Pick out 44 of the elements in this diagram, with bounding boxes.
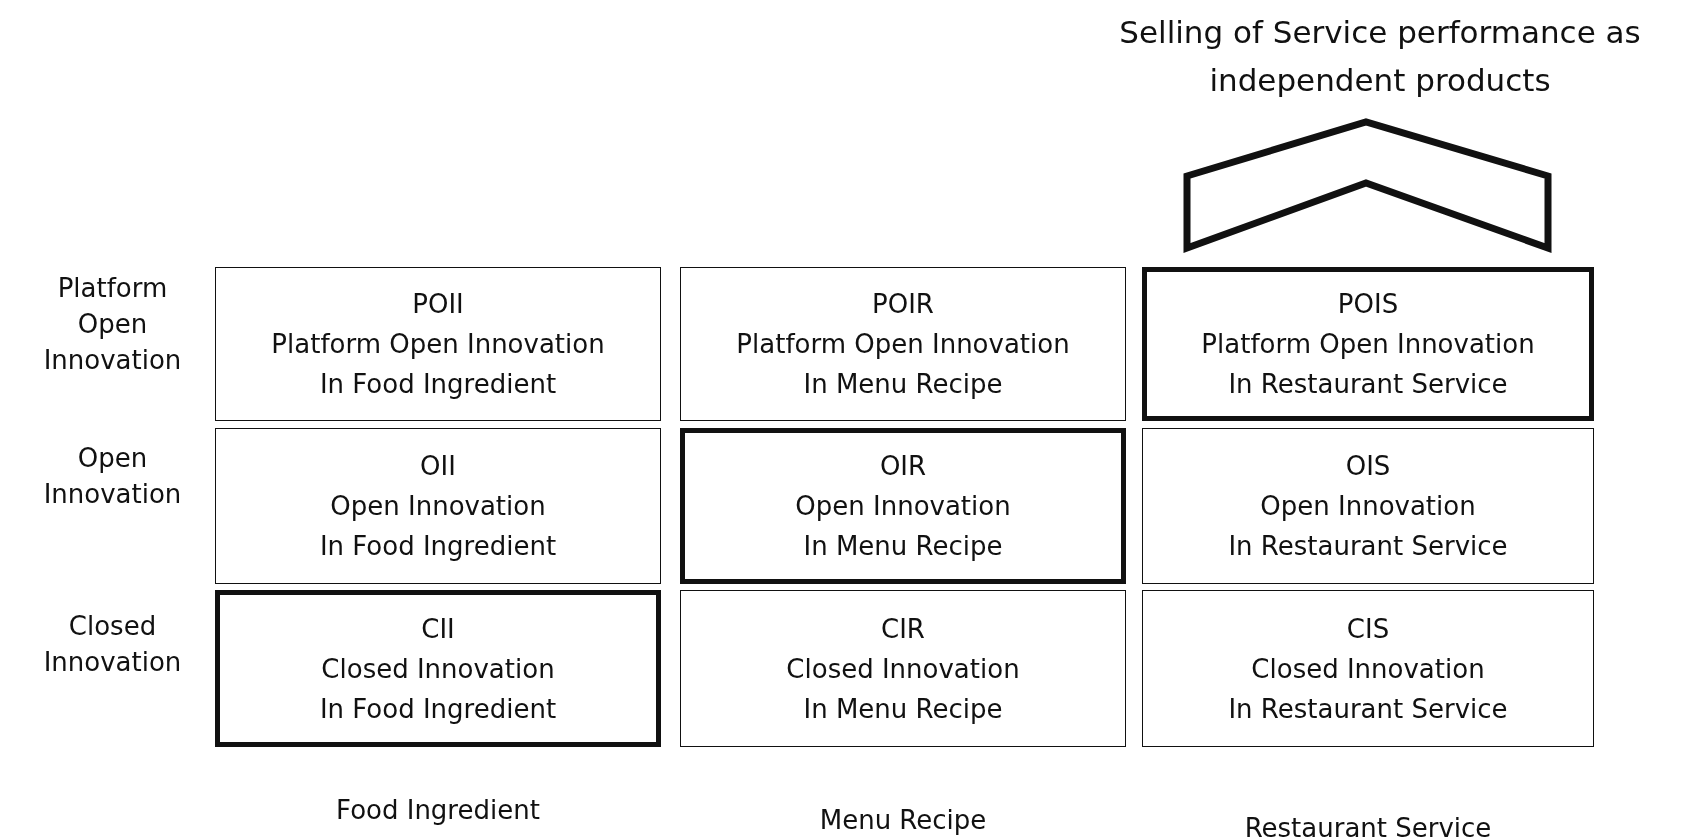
box-text: In Food Ingredient: [319, 692, 557, 726]
matrix-box: [215, 590, 661, 747]
row-label: Open Innovation: [42, 442, 183, 511]
box-code: OIR: [879, 450, 927, 483]
box-code: OII: [420, 450, 456, 483]
column-label: Restaurant Service: [1243, 812, 1493, 840]
box-text: Open Innovation: [1260, 490, 1476, 523]
box-text: Closed Innovation: [786, 652, 1020, 686]
matrix-box: [215, 267, 661, 421]
box-code: POII: [412, 288, 464, 321]
box-code: POIR: [872, 288, 934, 321]
box-text: Platform Open Innovation: [736, 328, 1070, 361]
chevron-arrow: [1183, 118, 1552, 253]
box-text: Open Innovation: [795, 490, 1011, 523]
box-code: CII: [421, 612, 455, 646]
box-text: In Food Ingredient: [319, 368, 557, 401]
box-code: CIS: [1346, 612, 1390, 646]
matrix-box: [1142, 590, 1594, 747]
matrix-box: [215, 428, 661, 584]
box-text: Platform Open Innovation: [271, 328, 605, 361]
matrix-box: [680, 590, 1126, 747]
box-text: Open Innovation: [330, 490, 546, 523]
box-text: In Restaurant Service: [1228, 368, 1508, 401]
matrix-box: [680, 428, 1126, 584]
column-label: Menu Recipe: [818, 804, 988, 837]
matrix-box: [1142, 428, 1594, 584]
box-text: Closed Innovation: [321, 652, 555, 686]
matrix-box: [680, 267, 1126, 421]
box-text: Platform Open Innovation: [1201, 328, 1535, 361]
box-text: In Restaurant Service: [1228, 530, 1508, 563]
row-label: Platform Open Innovation: [42, 272, 183, 377]
box-code: OIS: [1345, 450, 1391, 483]
box-text: In Food Ingredient: [319, 530, 557, 563]
box-text: Closed Innovation: [1251, 652, 1485, 686]
matrix-box: [1142, 267, 1594, 421]
box-code: POIS: [1337, 288, 1399, 321]
heading-text: Selling of Service performance as independent products: [1060, 8, 1700, 104]
row-label: Closed Innovation: [42, 610, 183, 679]
column-label: Food Ingredient: [335, 794, 541, 827]
box-text: In Restaurant Service: [1228, 692, 1508, 726]
box-text: In Menu Recipe: [803, 692, 1003, 726]
box-code: CIR: [881, 612, 925, 646]
box-text: In Menu Recipe: [803, 530, 1003, 563]
box-text: In Menu Recipe: [803, 368, 1003, 401]
